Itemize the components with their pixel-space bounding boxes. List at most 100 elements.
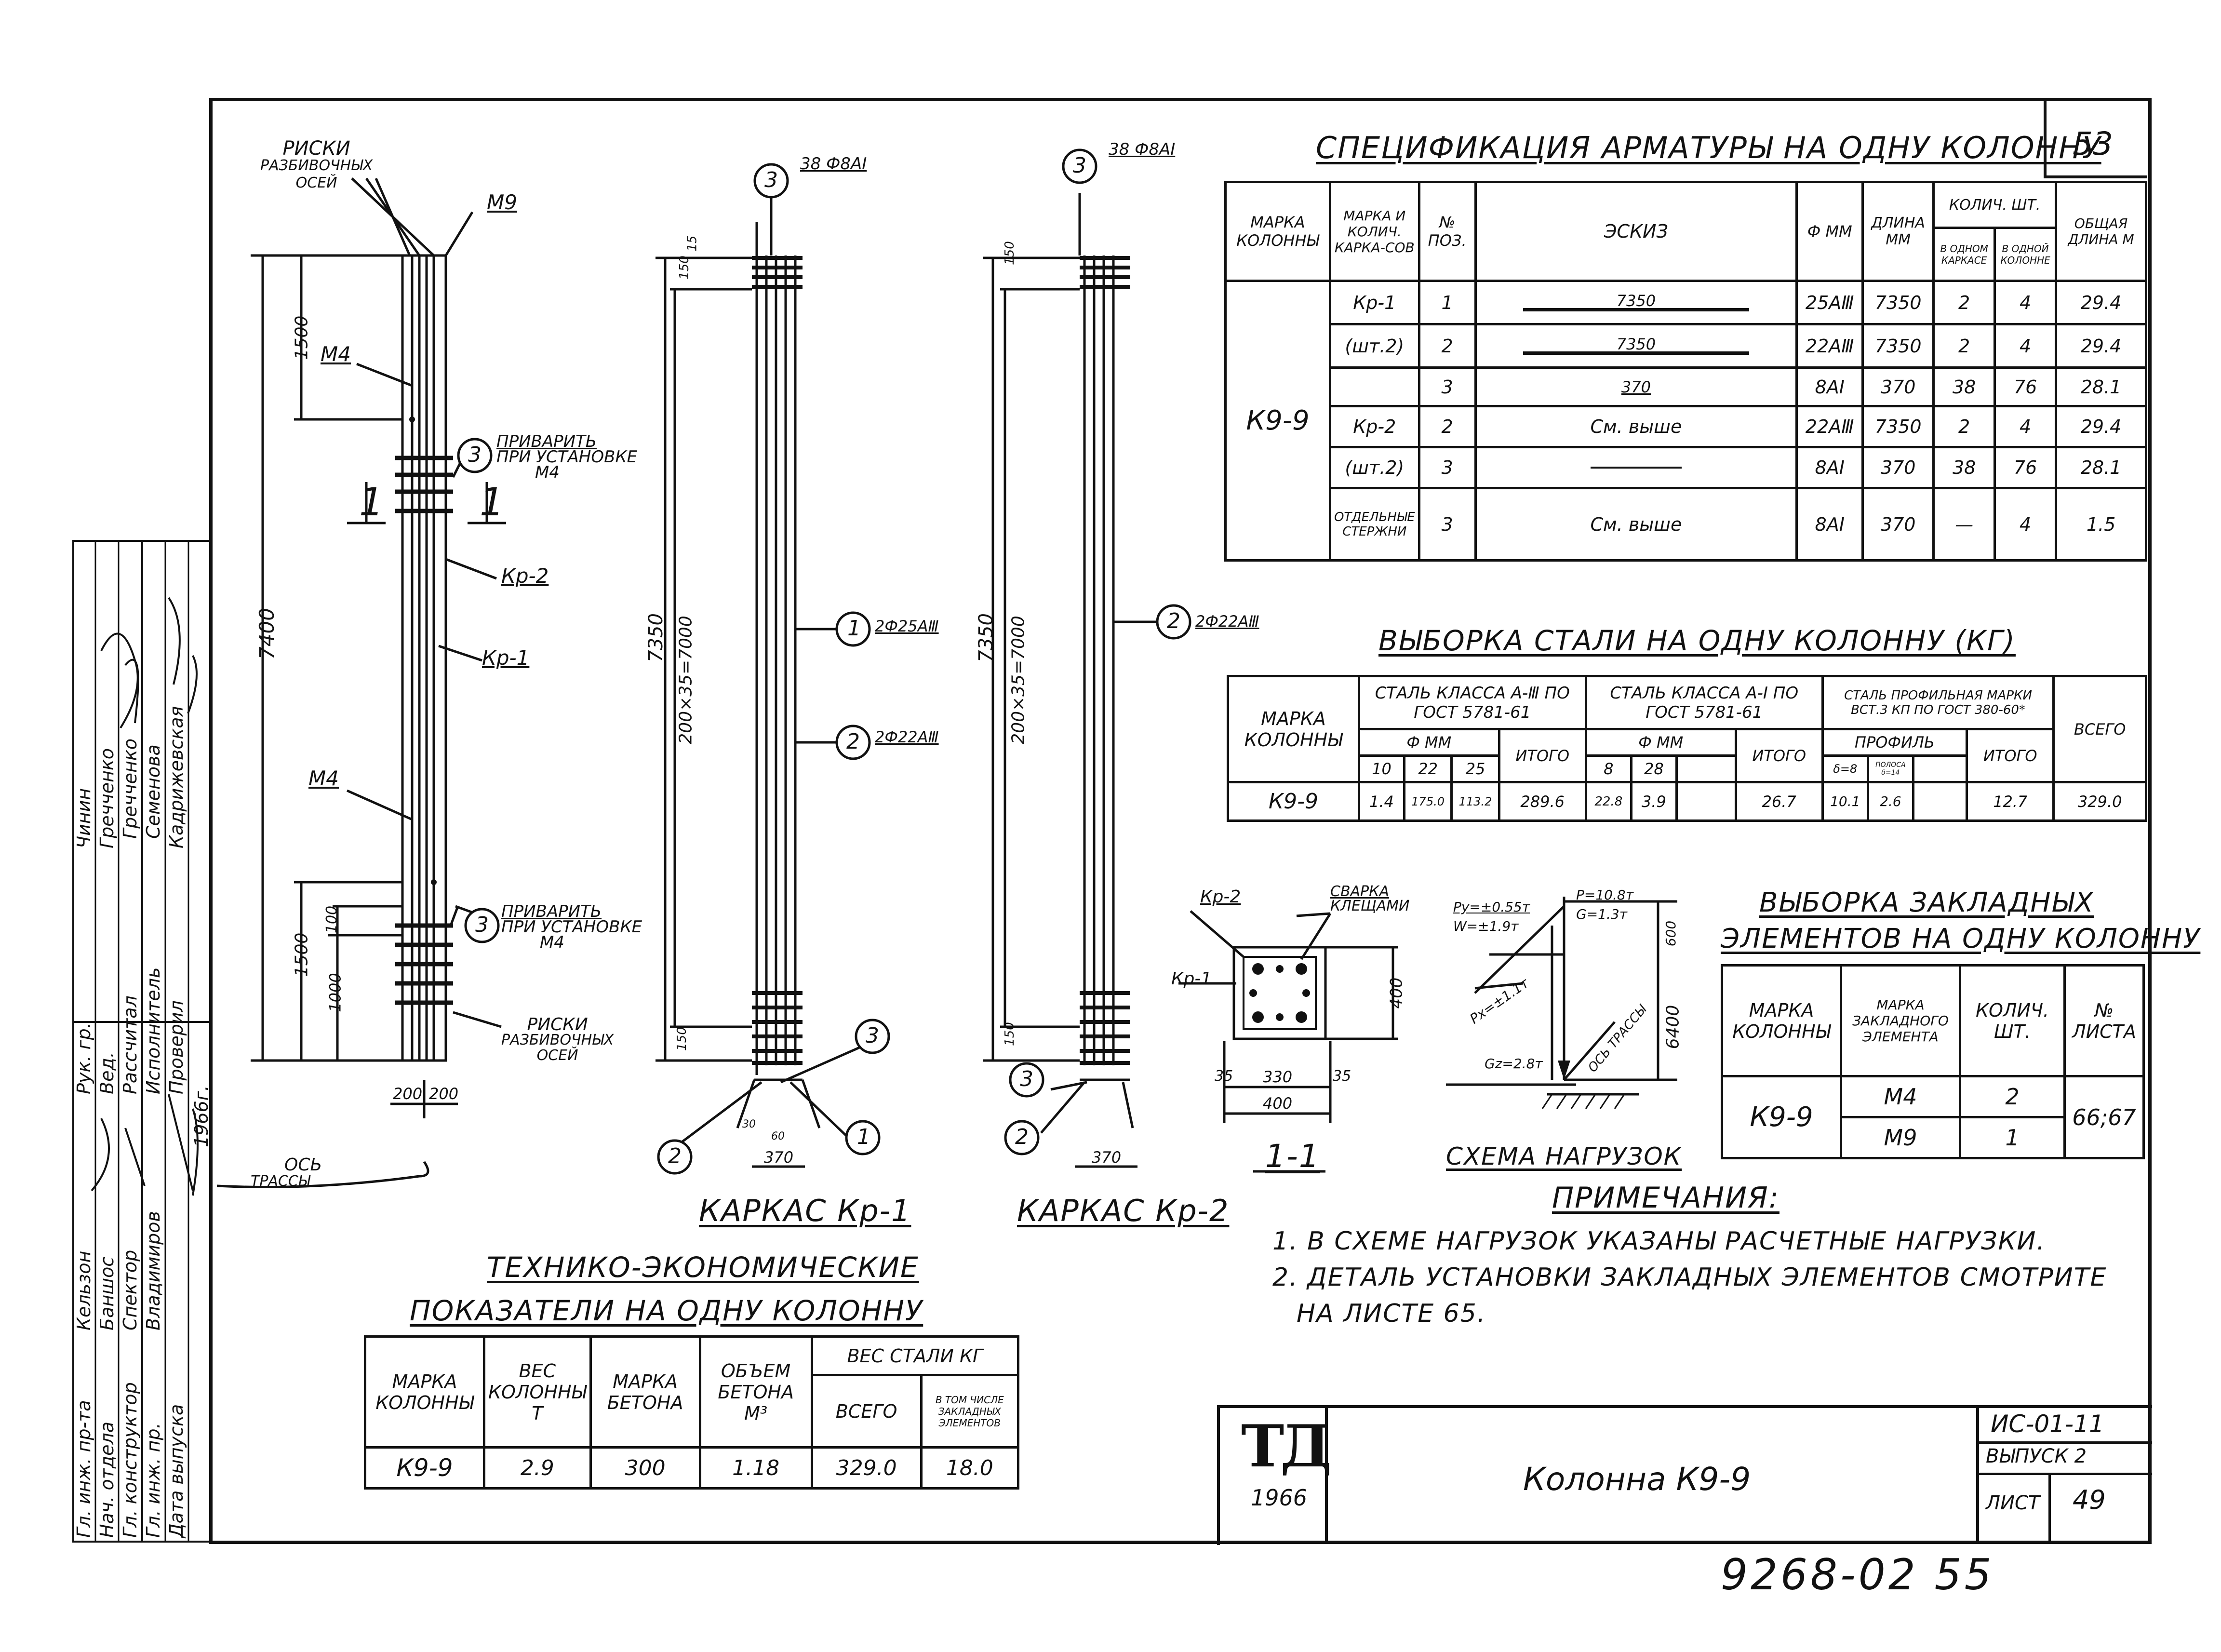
spec-total-2: 28.1 bbox=[2055, 366, 2147, 407]
spec-total-0: 29.4 bbox=[2055, 280, 2147, 325]
tech-r-volume: 1.18 bbox=[698, 1446, 813, 1490]
spec-frame-3: Кр-2 bbox=[1328, 405, 1420, 448]
tech-r-steel-total: 329.0 bbox=[810, 1446, 923, 1490]
dim-370-kr2: 370 bbox=[1092, 1148, 1122, 1167]
spec-h-len: ДЛИНА ММ bbox=[1861, 181, 1935, 282]
steel-d-prof-0: δ=8 bbox=[1821, 754, 1869, 783]
dim-200-right: 200 bbox=[429, 1085, 459, 1103]
weld-text-1: ПРИВАРИТЬ bbox=[496, 432, 597, 451]
pos1-kr1-sec: 1 bbox=[857, 1125, 870, 1149]
m9-label: М9 bbox=[487, 190, 517, 214]
steel-d-a3-2: 25 bbox=[1450, 754, 1500, 783]
spec-total-5: 1.5 bbox=[2055, 487, 2147, 562]
spec-len-0: 7350 bbox=[1861, 280, 1935, 325]
dim-150-kr1: 150 bbox=[677, 255, 692, 280]
spec-dia-3: 22АⅢ bbox=[1795, 405, 1864, 448]
spec-dia-5: 8АⅠ bbox=[1795, 487, 1864, 562]
spec-len-3: 7350 bbox=[1861, 405, 1935, 448]
steel-d-a1-2 bbox=[1675, 754, 1737, 783]
tech-r-concrete: 300 bbox=[589, 1446, 701, 1490]
spec-q1-2: 38 bbox=[1932, 366, 1996, 407]
spec-q1-0: 2 bbox=[1932, 280, 1996, 325]
sec-dim-35-r: 35 bbox=[1333, 1068, 1351, 1085]
embeds-el-1: М9 bbox=[1840, 1116, 1961, 1159]
spec-frame-0: Кр-1 bbox=[1328, 280, 1420, 325]
steel-h-total: ВСЕГО bbox=[2052, 675, 2147, 783]
pos2-kr2-sec: 2 bbox=[1015, 1125, 1029, 1149]
spec-sketch-1: 7350 bbox=[1474, 323, 1798, 369]
weld-label-top: ПРИВАРИТЬ ПРИ УСТАНОВКЕ М4 bbox=[496, 432, 637, 482]
sec-weld-2: КЛЕЩАМИ bbox=[1330, 898, 1410, 914]
tech-r-mark: К9-9 bbox=[364, 1446, 485, 1490]
steel-h-dia-a1: Ф ММ bbox=[1584, 728, 1737, 757]
sec-kr1-label: Кр-1 bbox=[1171, 969, 1212, 989]
issue-label: ВЫПУСК 2 bbox=[1986, 1445, 2087, 1467]
sec-weld-1: СВАРКА bbox=[1330, 883, 1389, 900]
steel-h-a1: СТАЛЬ КЛАССА А-Ⅰ ПО ГОСТ 5781-61 bbox=[1584, 675, 1824, 730]
steel-d-prof-1: ПОЛОСА δ=14 bbox=[1866, 754, 1914, 783]
spec-len-2: 370 bbox=[1861, 366, 1935, 407]
section-mark-left: 1 bbox=[359, 480, 384, 524]
steel-r-prof-0: 10.1 bbox=[1821, 781, 1869, 822]
pos1-kr1: 1 bbox=[847, 616, 861, 641]
dim-150-kr1-b: 150 bbox=[674, 1027, 689, 1051]
frame1-title: КАРКАС Кр-1 bbox=[699, 1193, 911, 1228]
spec-pos-2: 3 bbox=[1418, 366, 1477, 407]
spec-q2-0: 4 bbox=[1994, 280, 2058, 325]
bars-2f22-kr2: 2Ф22АⅢ bbox=[1195, 612, 1259, 631]
embeds-el-0: М4 bbox=[1840, 1075, 1961, 1118]
riski-text-1: РИСКИ bbox=[282, 137, 350, 160]
steel-table: МАРКА КОЛОННЫ СТАЛЬ КЛАССА А-Ⅲ ПО ГОСТ 5… bbox=[1227, 675, 2147, 822]
tech-title-2: ПОКАЗАТЕЛИ НА ОДНУ КОЛОННУ bbox=[410, 1294, 923, 1327]
spec-sketch-4 bbox=[1474, 446, 1798, 489]
embeds-h-el: МАРКА ЗАКЛАДНОГО ЭЛЕМЕНТА bbox=[1840, 964, 1961, 1077]
tech-h-concrete: МАРКА БЕТОНА bbox=[589, 1335, 701, 1449]
pos3-weld2: 3 bbox=[475, 913, 489, 937]
spec-pos-5: 3 bbox=[1418, 487, 1477, 562]
spec-sketch-5: См. выше bbox=[1474, 487, 1798, 562]
steel-d-prof-2 bbox=[1912, 754, 1968, 783]
spec-h-q1: В ОДНОМ КАРКАСЕ bbox=[1932, 227, 1996, 282]
spec-q1-1: 2 bbox=[1932, 323, 1996, 369]
weld-text-6: М4 bbox=[540, 933, 564, 952]
steel-r-total: 329.0 bbox=[2052, 781, 2147, 822]
spec-sketch-label-1: 7350 bbox=[1616, 335, 1656, 353]
dim-7350-kr1: 7350 bbox=[644, 613, 667, 662]
spec-len-4: 370 bbox=[1861, 446, 1935, 489]
sheet-title: Колонна К9-9 bbox=[1523, 1461, 1751, 1498]
dim-100: 100 bbox=[323, 905, 341, 934]
bars-38-kr1: 38 Ф8АⅠ bbox=[800, 154, 867, 174]
steel-h-itogo-a3: ИТОГО bbox=[1498, 728, 1587, 783]
steel-h-prof: СТАЛЬ ПРОФИЛЬНАЯ МАРКИ ВСТ.3 КП ПО ГОСТ … bbox=[1821, 675, 2055, 730]
steel-d-a3-0: 10 bbox=[1357, 754, 1405, 783]
tech-h-weight: ВЕС КОЛОННЫ Т bbox=[483, 1335, 592, 1449]
dim-60-kr1: 60 bbox=[771, 1130, 785, 1142]
steel-h-dia-a3: Ф ММ bbox=[1357, 728, 1500, 757]
kr2-label-col: Кр-2 bbox=[501, 564, 549, 588]
pos2-kr1-sec: 2 bbox=[668, 1144, 682, 1168]
frame2-title: КАРКАС Кр-2 bbox=[1017, 1193, 1230, 1228]
steel-r-a1-0: 22.8 bbox=[1584, 781, 1632, 822]
td-logo: ТД bbox=[1241, 1412, 1332, 1480]
m4-label-bottom: М4 bbox=[308, 766, 339, 790]
riski-text-6: ОСЕЙ bbox=[536, 1047, 578, 1064]
pos3-top2: 3 bbox=[1073, 153, 1086, 178]
embeds-h-qty: КОЛИЧ. ШТ. bbox=[1959, 964, 2066, 1077]
steel-r-prof-total: 12.7 bbox=[1966, 781, 2055, 822]
load-g: G=1.3т bbox=[1576, 906, 1627, 922]
spec-h-total: ОБЩАЯ ДЛИНА М bbox=[2055, 181, 2147, 282]
riski-text-3: ОСЕЙ bbox=[295, 175, 337, 191]
bar-sketch-4 bbox=[1590, 467, 1682, 469]
dim-15-kr1: 15 bbox=[685, 235, 700, 252]
weld-text-3: М4 bbox=[535, 463, 560, 482]
spec-q2-3: 4 bbox=[1994, 405, 2058, 448]
dim-1500-top: 1500 bbox=[292, 315, 312, 360]
page-number: 53 bbox=[2073, 125, 2113, 162]
load-title: СХЕМА НАГРУЗОК bbox=[1446, 1142, 1682, 1170]
spec-pos-4: 3 bbox=[1418, 446, 1477, 489]
page-number-box bbox=[2044, 101, 2147, 178]
dim-150-kr2-b: 150 bbox=[1002, 1022, 1017, 1046]
spec-pos-3: 2 bbox=[1418, 405, 1477, 448]
steel-r-a3-0: 1.4 bbox=[1357, 781, 1405, 822]
pos3-weld1: 3 bbox=[468, 443, 482, 467]
